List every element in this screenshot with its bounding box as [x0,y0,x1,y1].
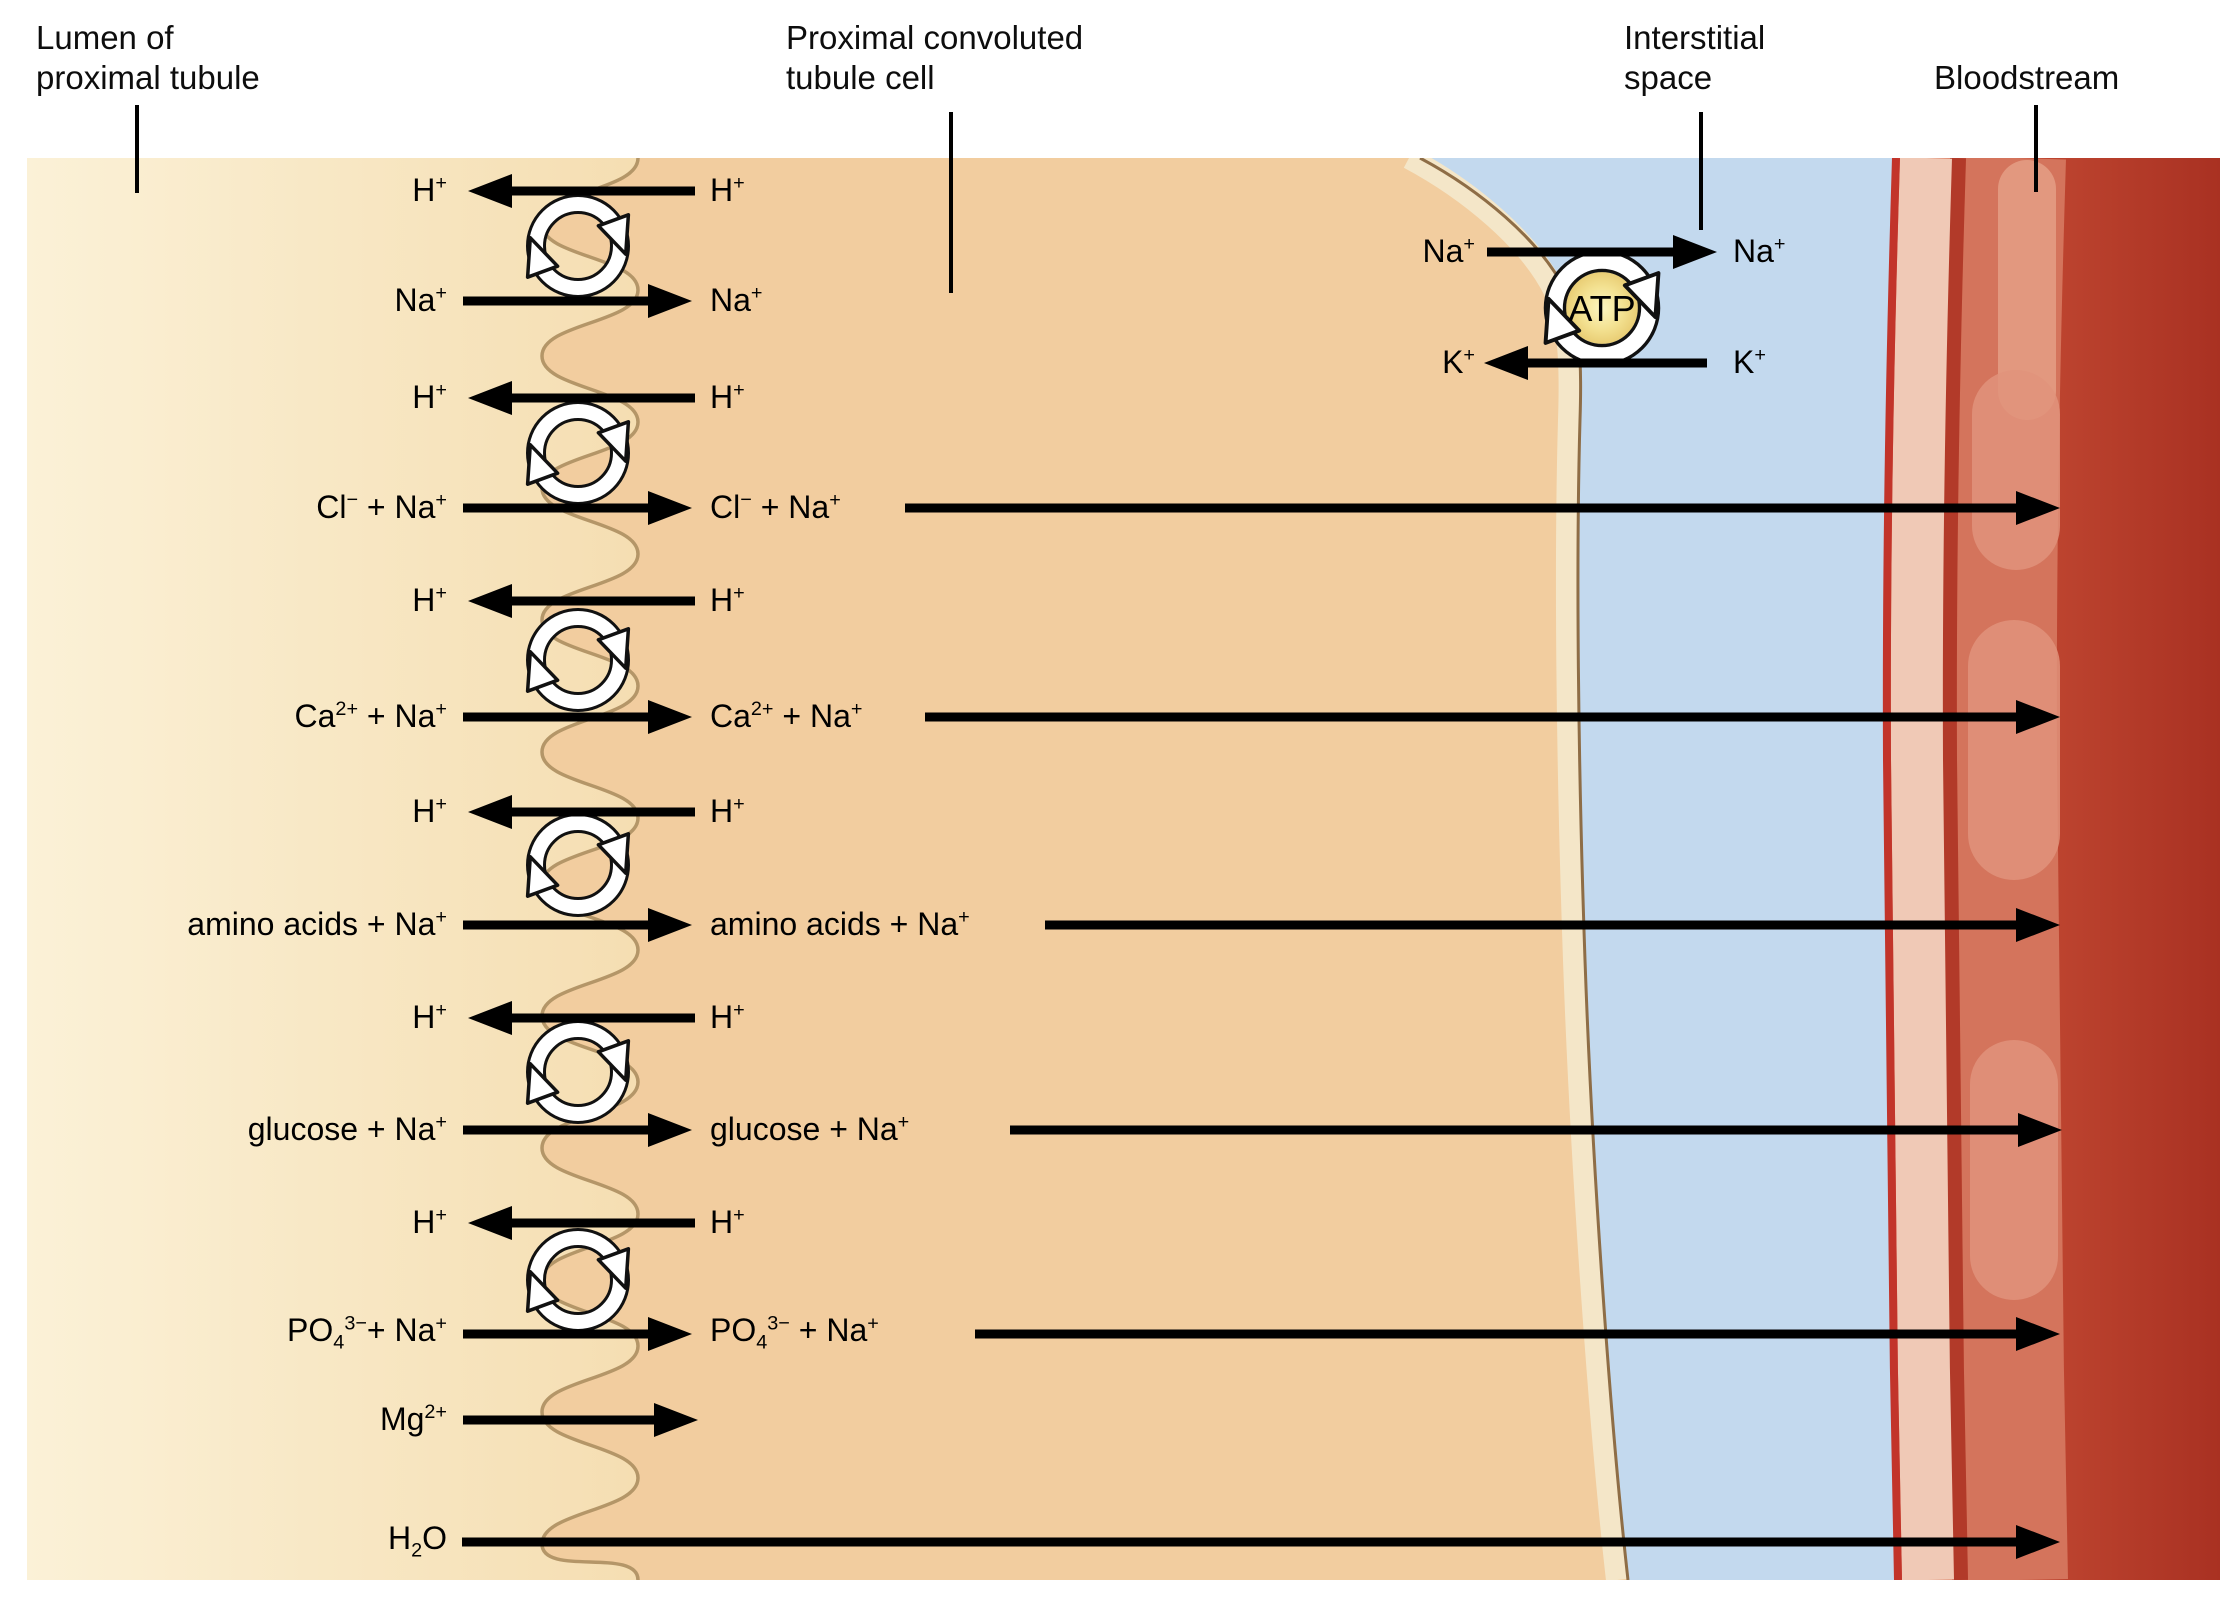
cotransport-arrow [463,284,692,318]
red-blood-cell [1972,370,2060,570]
red-blood-cell [1968,620,2060,880]
basolateral-membrane-line [1419,158,1630,1580]
cotransport-arrow [463,1317,692,1351]
vessel-edge [1882,158,1902,1580]
h-return-arrow [468,1001,695,1035]
reabsorption-arrow [975,1317,2060,1351]
vessel-wall [1890,158,1954,1580]
reabsorption-arrow [1010,1113,2062,1147]
cotransport-arrow [463,908,692,942]
transport-arrow [463,1403,698,1437]
h-return-arrow [468,795,695,829]
cotransport-arrow [463,1113,692,1147]
red-blood-cell [1970,1040,2058,1300]
vessel-inner-wall [1940,158,1968,1580]
pump-potassium-arrow [1484,346,1707,380]
h-return-arrow [468,584,695,618]
cotransport-arrow [463,491,692,525]
lumen-region [27,158,638,1580]
h-return-arrow [468,174,695,208]
basolateral-membrane-highlight [1403,158,1628,1580]
atp-molecule [1566,272,1638,344]
pump-sodium-arrow [1487,235,1717,269]
h-return-arrow [468,381,695,415]
transport-arrow [462,1525,2060,1559]
reabsorption-arrow [1045,908,2060,942]
cotransport-arrow [463,700,692,734]
h-return-arrow [468,1206,695,1240]
atp-label: ATP [1568,288,1635,329]
blood-highlight-streak [1998,160,2056,420]
reabsorption-arrow [925,700,2060,734]
reabsorption-arrow [905,491,2060,525]
